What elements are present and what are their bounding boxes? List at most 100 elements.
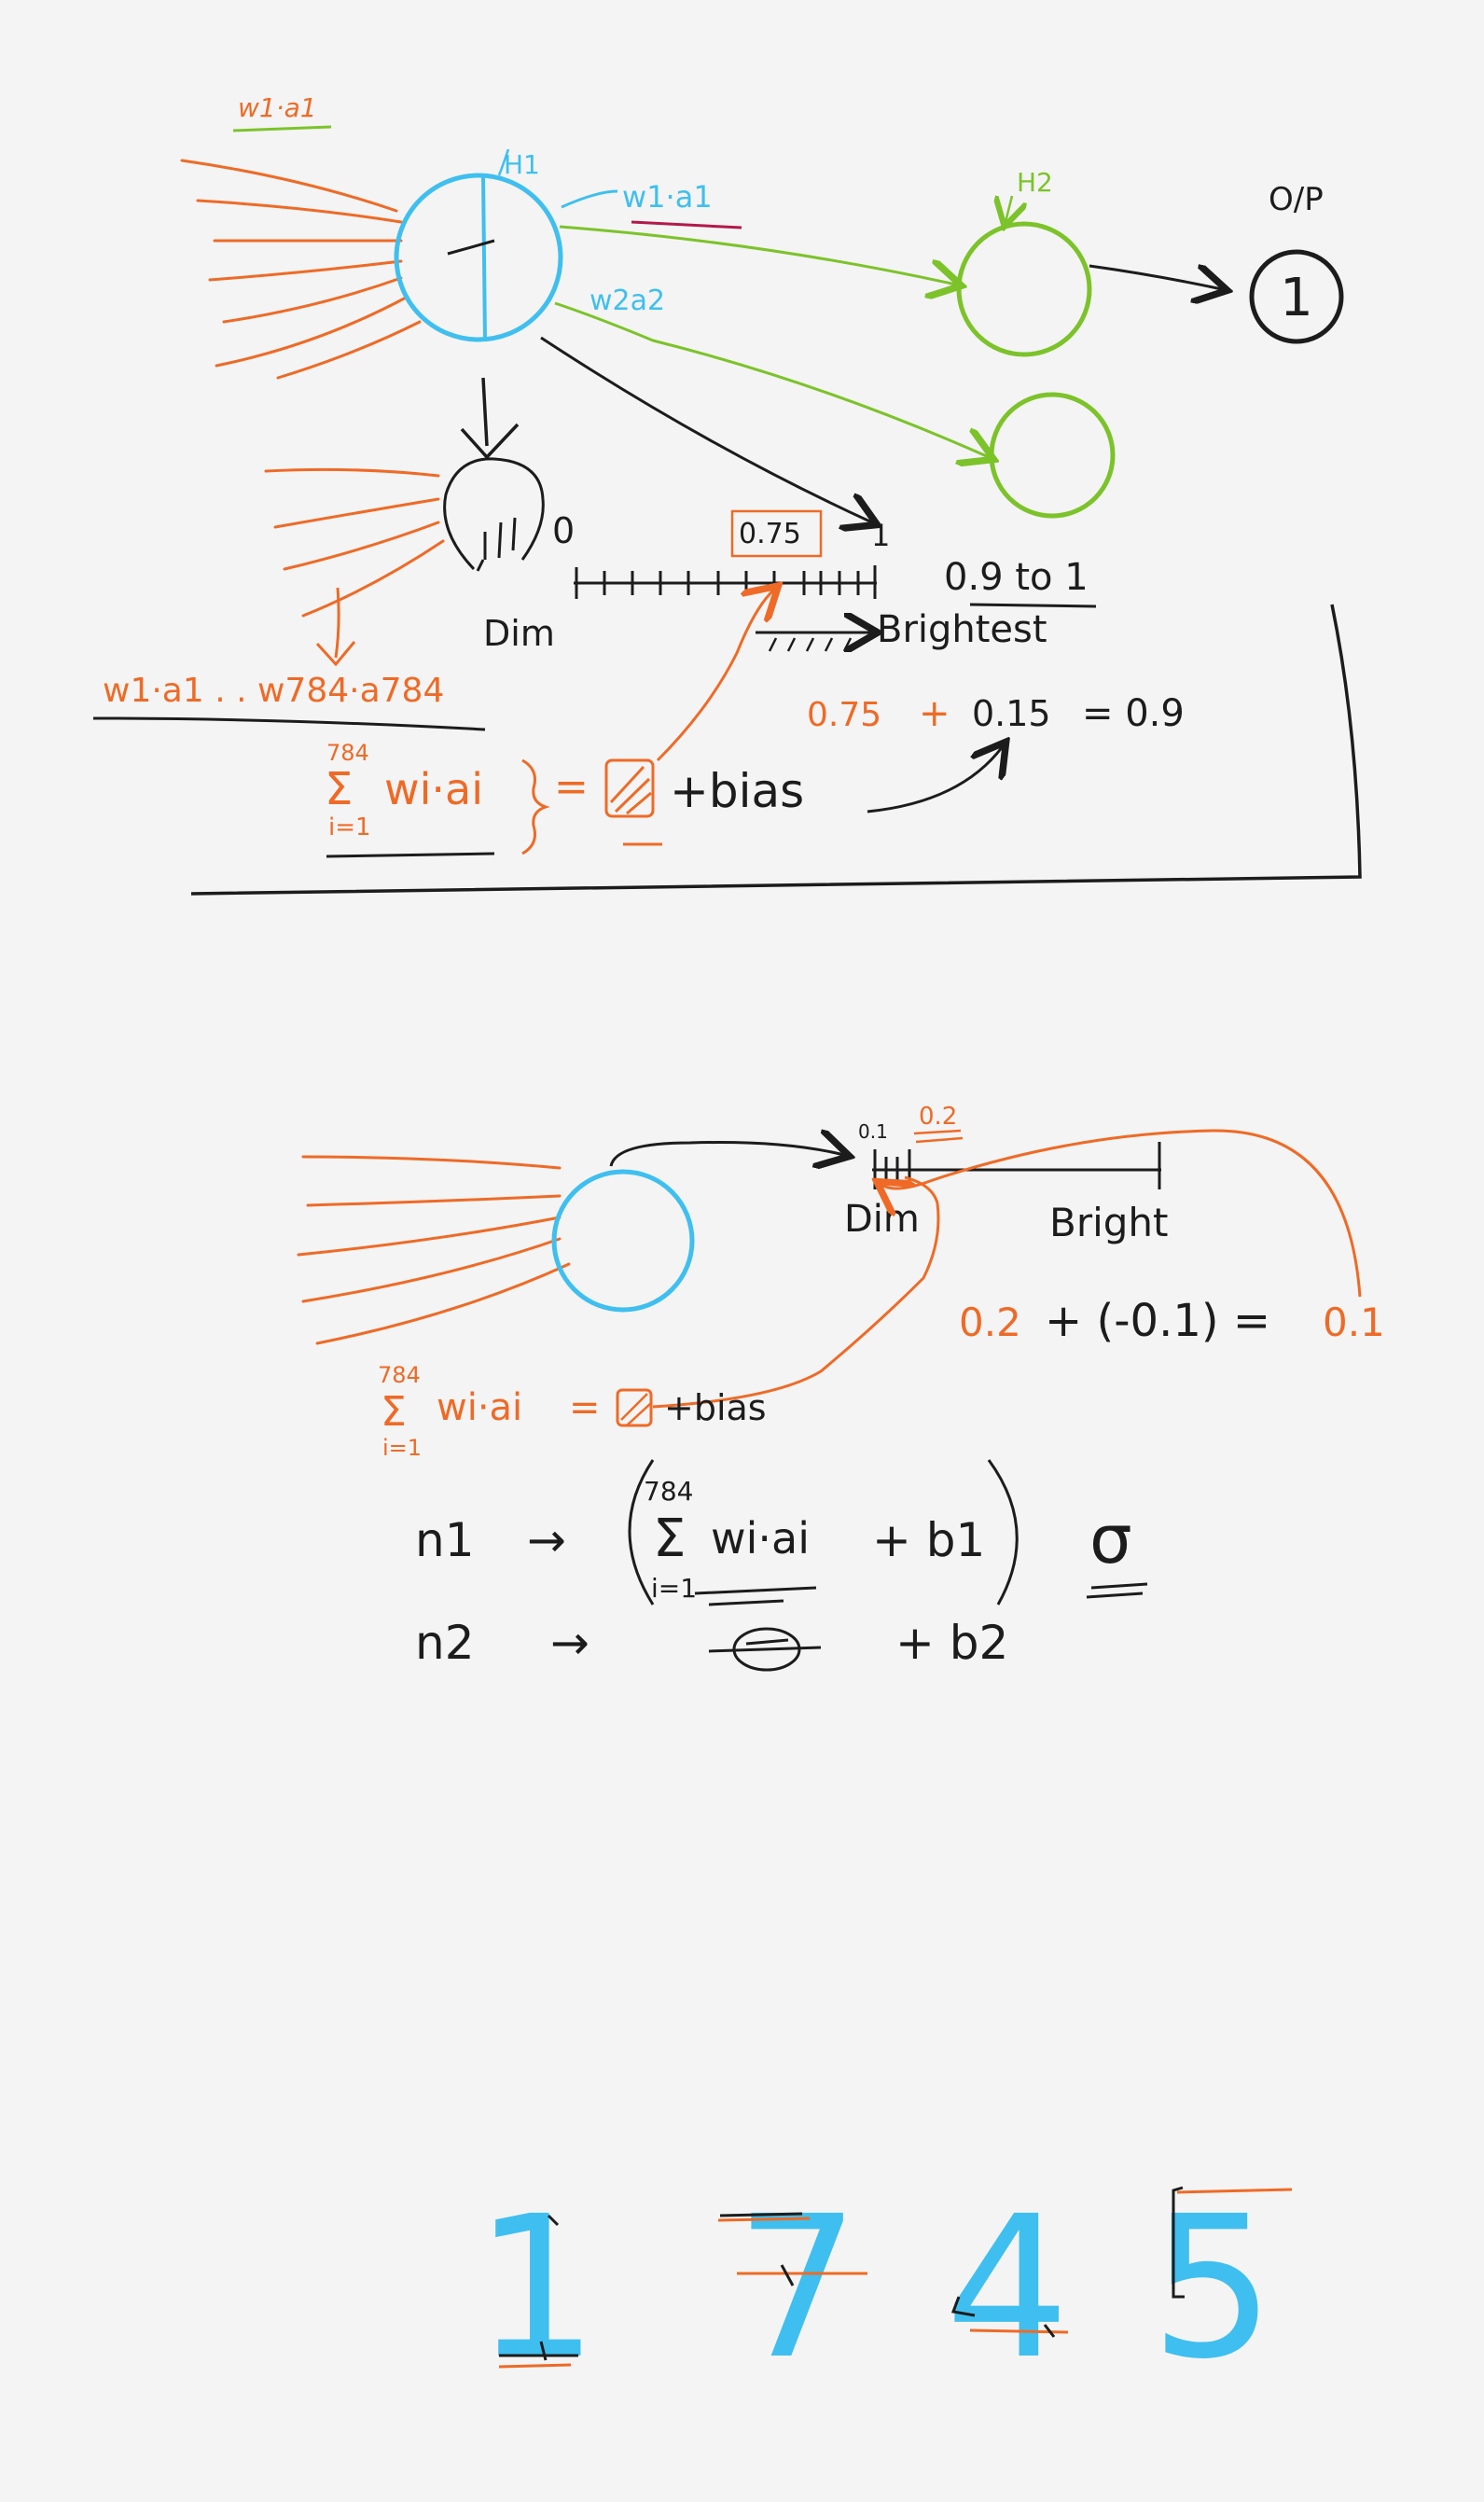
formula-n1-sum-lower: i=1 [651, 1573, 697, 1604]
scale-small-b: 0.2 [919, 1103, 957, 1131]
formula-n1-close-paren [987, 1459, 1019, 1605]
formula-sigma-underline [1086, 1582, 1148, 1599]
neuron2-to-scale-arrow [609, 1143, 844, 1166]
bottom-eq-a: 0.2 [959, 1300, 1021, 1345]
top-eq-b: 0.15 [972, 693, 1051, 734]
bottom-eq-result: 0.1 [1323, 1300, 1385, 1345]
digit-4-mark [950, 2296, 1056, 2338]
formula-n1-bias: + b1 [872, 1513, 985, 1567]
output-label: O/P [1269, 181, 1324, 218]
digits-section: 1 7 4 5 [474, 2174, 1293, 2402]
sum-result-box [604, 758, 655, 818]
digit-4-bar [969, 2328, 1069, 2334]
weights-list: w1·a1 . . w784·a784 [103, 672, 444, 710]
top-section: w1·a1 H1 w1·a1 w2a2 H2 O/P 1 [92, 92, 1362, 896]
digit-4: 4 [945, 2174, 1070, 2402]
digit-5-bar [1176, 2188, 1293, 2194]
sum-brace [521, 758, 550, 855]
bottom-bright-label: Bright [1049, 1200, 1169, 1245]
scale-small-a: 0.1 [858, 1120, 888, 1143]
formula-n1-arrow: → [527, 1513, 566, 1567]
bottom-sum-box-hatch [620, 1393, 652, 1426]
sum-underline [326, 852, 495, 858]
input-weight-label: w1·a1 [238, 92, 317, 123]
digit-7: 7 [735, 2174, 860, 2402]
bottom-sum-symbol: Σ [381, 1388, 407, 1436]
result-to-scale-loop [881, 1129, 1362, 1298]
edge-h2-output [1089, 266, 1222, 289]
h1-input-lines [180, 159, 422, 380]
bottom-sum-upper: 784 [378, 1362, 421, 1388]
formula-n1-underline [694, 1586, 817, 1606]
formula-n2-bias: + b2 [895, 1616, 1008, 1670]
sum-body: wi·ai [384, 764, 483, 814]
sum-symbol: Σ [325, 763, 353, 815]
neuron-h1 [394, 173, 563, 342]
bulb-icon [443, 457, 545, 572]
edge-h1-lower [554, 301, 989, 457]
top-brightness-scale [574, 565, 877, 599]
sum-lower: i=1 [328, 813, 371, 841]
bottom-sum-equals: = [569, 1386, 601, 1429]
formula-n2-scribble-strike [708, 1638, 822, 1653]
sum-to-scale-path [652, 1175, 940, 1409]
h2-label: H2 [1017, 167, 1053, 198]
brightest-label: Brightest [877, 608, 1047, 651]
digit-5-mark [1172, 2186, 1185, 2299]
digit-1-mark [499, 2214, 578, 2361]
top-eq-plus: + [919, 692, 950, 735]
neuron-h2 [956, 221, 1092, 357]
h1-label: H1 [504, 149, 540, 180]
digit-7-bar [717, 2217, 867, 2275]
h1-to-bulb-arrow [481, 377, 489, 447]
formula-n2-arrow: → [550, 1616, 589, 1670]
output-value: 1 [1280, 268, 1313, 328]
neuron-blue-2 [551, 1169, 695, 1313]
bottom-sum-body: wi·ai [437, 1386, 522, 1429]
neuron-h1-divider [481, 176, 487, 341]
formula-n1-sum-symbol: Σ [653, 1508, 686, 1569]
scale-marker-box [730, 509, 823, 558]
top-eq-result: = 0.9 [1082, 692, 1185, 735]
bottom-eq-b: + (-0.1) = [1045, 1295, 1270, 1347]
formula-n1-open-paren [628, 1459, 655, 1605]
bottom-dim-label: Dim [844, 1198, 920, 1241]
neuron-h1-mark [447, 239, 495, 256]
brightest-arrow-hatch [768, 637, 853, 652]
h1-to-bulb-arrowhead [460, 423, 520, 460]
formula-section: n1 → 784 Σ wi·ai i=1 + b1 σ n2 → + b2 [415, 1459, 1148, 1672]
dim-label: Dim [483, 613, 555, 654]
range-label-strike [969, 603, 1097, 608]
edge-h1-h2 [559, 225, 956, 285]
scale-small-b-underline [913, 1129, 964, 1144]
formula-n1: n1 [415, 1513, 475, 1567]
plus-bias: +bias [670, 764, 804, 818]
bias-to-eq-arrow [867, 746, 1003, 813]
formula-n1-sum-upper: 784 [644, 1476, 693, 1507]
edge1-label: w1·a1 [622, 179, 713, 215]
sum-result-hatch [609, 765, 652, 815]
h2-label-arrow [1006, 196, 1012, 222]
bottom-section: 0.1 0.2 Dim Bright 0.2 + (-0.1) = 0.1 78… [297, 1103, 1385, 1461]
scale-marker: 0.75 [739, 518, 801, 550]
bulb-input-lines [264, 467, 445, 618]
sum-upper: 784 [326, 740, 369, 766]
formula-n1-sum-body: wi·ai [711, 1513, 810, 1564]
edge-h1-label-pointer [561, 189, 618, 209]
formula-sigma: σ [1089, 1500, 1132, 1578]
top-eq-a: 0.75 [807, 696, 881, 734]
bulb-to-weights-arrowhead [315, 641, 356, 667]
digit-1: 1 [474, 2174, 599, 2402]
output-node [1249, 249, 1344, 344]
weights-list-underline [92, 716, 486, 731]
edge-h1-scale [540, 336, 872, 522]
neuron-lower [989, 392, 1116, 519]
input-weight-underline [232, 125, 332, 132]
digit-7-mark [719, 2212, 803, 2287]
scale-zero: 0 [552, 510, 575, 551]
edge2-label: w2a2 [589, 285, 665, 317]
bottom-sum-lower: i=1 [382, 1435, 422, 1461]
scale-one: 1 [871, 518, 890, 553]
sum-to-marker-arrow [656, 590, 774, 762]
